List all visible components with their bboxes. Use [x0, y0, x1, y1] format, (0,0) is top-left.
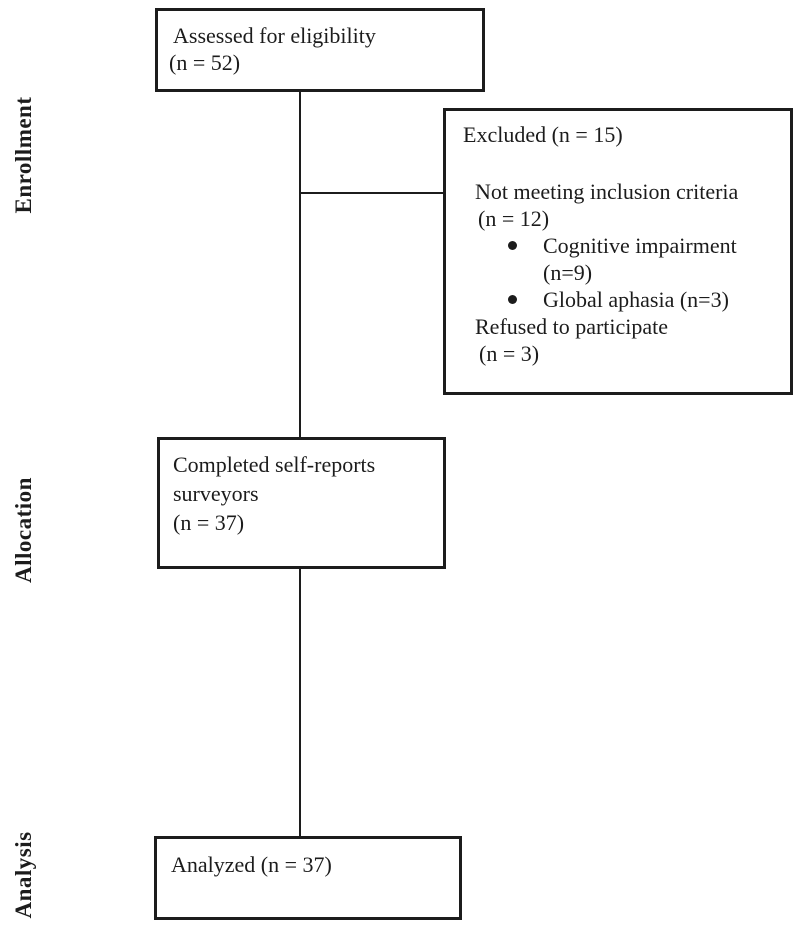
- assessed-eligibility-box: Assessed for eligibility (n = 52): [155, 8, 485, 92]
- excluded-box: Excluded (n = 15) Not meeting inclusion …: [443, 108, 793, 395]
- not-meeting-criteria-line1: Not meeting inclusion criteria: [475, 179, 739, 204]
- global-aphasia-line: Global aphasia (n=3): [543, 287, 729, 312]
- bullet-text: Cognitive impairment (n=9): [543, 232, 737, 286]
- bullet-icon: [508, 295, 517, 304]
- stage-label-allocation: Allocation: [11, 477, 36, 583]
- connector-completed-to-analyzed: [299, 569, 301, 836]
- not-meeting-criteria-count: (n = 12): [478, 206, 550, 231]
- completed-surveys-box: Completed self-reports surveyors (n = 37…: [157, 437, 446, 569]
- analyzed-line: Analyzed (n = 37): [171, 852, 332, 877]
- assessed-count: (n = 52): [169, 50, 241, 75]
- assessed-line1: Assessed for eligibility: [173, 23, 376, 48]
- cognitive-impairment-count: (n=9): [543, 260, 593, 285]
- refused-line1: Refused to participate: [475, 314, 669, 339]
- analyzed-box: Analyzed (n = 37): [154, 836, 462, 920]
- excluded-title: Excluded (n = 15): [463, 122, 623, 147]
- bullet-item-cognitive: Cognitive impairment (n=9): [463, 232, 786, 286]
- refused-count: (n = 3): [479, 341, 540, 366]
- completed-line1: Completed self-reports: [173, 452, 376, 477]
- connector-assessed-to-completed: [299, 92, 301, 437]
- stage-label-analysis: Analysis: [11, 831, 36, 919]
- completed-count: (n = 37): [173, 510, 245, 535]
- completed-line2: surveyors: [173, 481, 259, 506]
- bullet-item-global-aphasia: Global aphasia (n=3): [463, 286, 786, 313]
- stage-label-enrollment: Enrollment: [11, 96, 36, 214]
- bullet-icon: [508, 241, 517, 250]
- excluded-reasons: Not meeting inclusion criteria (n = 12) …: [463, 178, 786, 367]
- connector-branch-to-excluded: [300, 192, 443, 194]
- cognitive-impairment-line1: Cognitive impairment: [543, 233, 737, 258]
